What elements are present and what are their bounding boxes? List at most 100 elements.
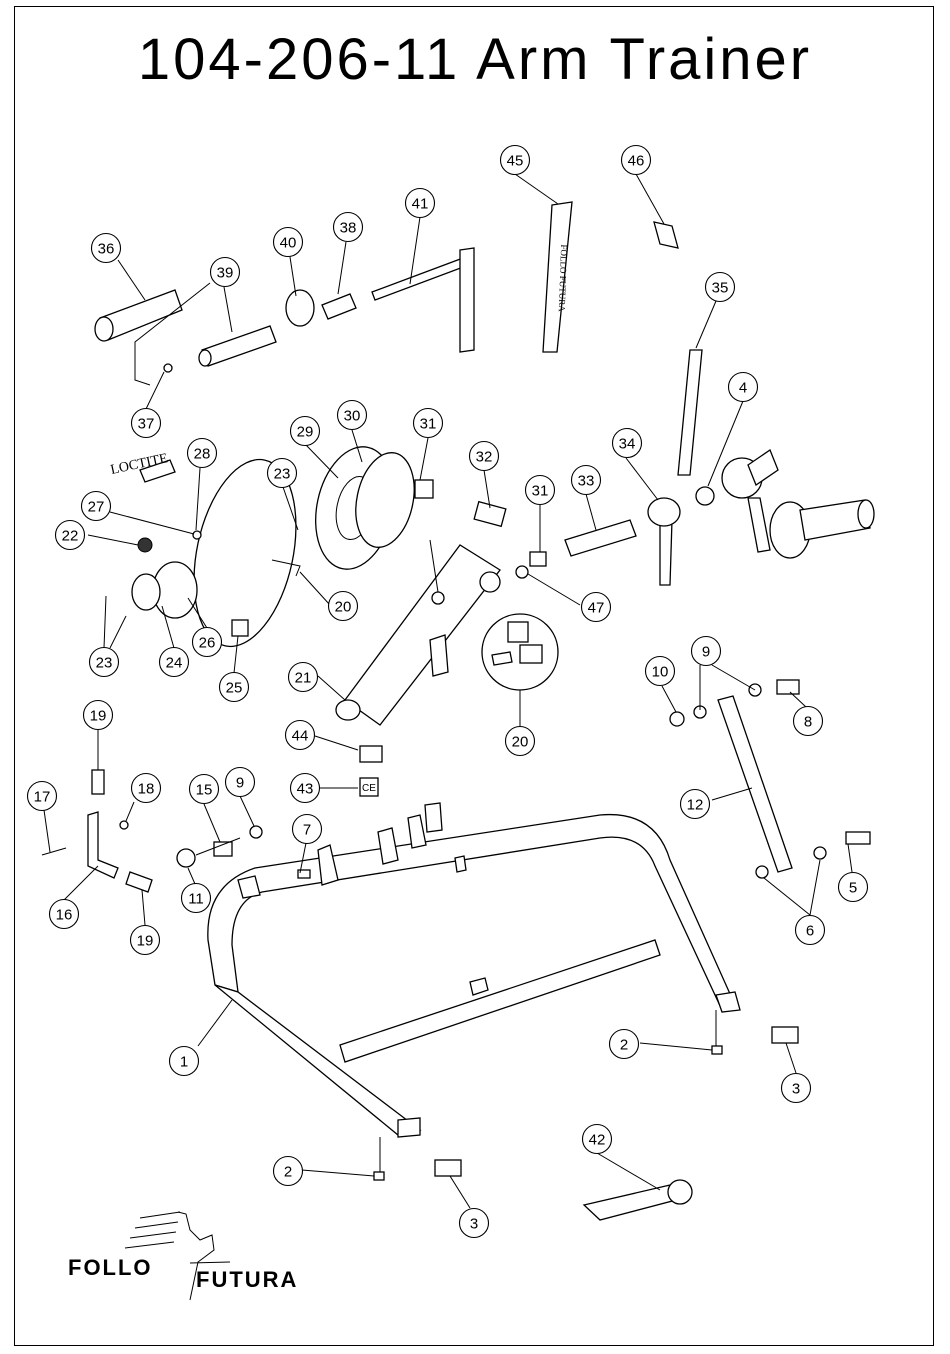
callout-number: 41: [412, 196, 429, 213]
callout-3: 3: [782, 1074, 811, 1103]
callout-29: 29: [291, 417, 320, 446]
callout-35: 35: [706, 273, 735, 302]
callout-number: 38: [340, 220, 357, 237]
callout-32: 32: [470, 442, 499, 471]
bushing-part-31: [415, 480, 433, 498]
callout-number: 26: [199, 635, 216, 652]
sticker-part-46: [654, 222, 678, 248]
callout-number: 39: [217, 265, 234, 282]
callout-number: 7: [303, 822, 311, 839]
callout-36: 36: [92, 234, 121, 263]
callout-16: 16: [50, 900, 79, 929]
end-cap-3: [435, 1160, 461, 1176]
grip-part-19b: [126, 872, 152, 892]
callout-number: 16: [56, 907, 73, 924]
callout-19: 19: [131, 926, 160, 955]
callout-number: 37: [138, 416, 155, 433]
callout-40: 40: [274, 228, 303, 257]
callout-number: 36: [98, 241, 115, 258]
callout-18: 18: [132, 774, 161, 803]
callout-number: 34: [619, 436, 636, 453]
callout-28: 28: [188, 439, 217, 468]
knob-part-22: [138, 538, 152, 552]
callout-number: 20: [512, 734, 529, 751]
callout-number: 23: [274, 466, 291, 483]
bolt-8: [777, 680, 799, 694]
ce-mark: CE: [362, 783, 376, 794]
callout-number: 4: [739, 380, 747, 397]
callout-number: 1: [180, 1054, 188, 1071]
foot-2b: [712, 1046, 722, 1054]
callout-number: 3: [792, 1081, 800, 1098]
crank-part-41: [372, 258, 466, 300]
arm-part-12: [718, 696, 792, 872]
callout-47: 47: [582, 593, 611, 622]
callout-45: 45: [501, 146, 530, 175]
callout-41: 41: [406, 189, 435, 218]
callout-number: 29: [297, 424, 314, 441]
callout-number: 44: [292, 728, 309, 745]
grip-part-19a: [92, 770, 104, 794]
bearing-part-4: [696, 487, 714, 505]
tube-part-39: [202, 326, 276, 366]
callout-number: 28: [194, 446, 211, 463]
callout-27: 27: [82, 492, 111, 521]
callout-number: 8: [804, 714, 812, 731]
callout-20: 20: [506, 727, 535, 756]
washer-part-9c: [250, 826, 262, 838]
follo-futura-logo: FOLLO FUTURA: [68, 1212, 298, 1300]
logo-word-follo: FOLLO: [68, 1255, 153, 1280]
callout-number: 12: [687, 797, 704, 814]
callout-7: 7: [293, 815, 322, 844]
callout-24: 24: [160, 648, 189, 677]
strap-part-42: [584, 1185, 676, 1220]
callout-5: 5: [839, 873, 868, 902]
callout-number: 32: [476, 449, 493, 466]
callout-number: 11: [188, 891, 204, 908]
callout-44: 44: [286, 721, 315, 750]
callout-number: 9: [702, 644, 710, 661]
callout-2: 2: [610, 1030, 639, 1059]
callout-33: 33: [572, 466, 601, 495]
callout-number: 42: [589, 1132, 606, 1149]
callout-17: 17: [28, 782, 57, 811]
callout-number: 2: [284, 1164, 292, 1181]
callout-21: 21: [289, 663, 318, 692]
callout-15: 15: [190, 775, 219, 804]
callout-number: 43: [297, 781, 314, 798]
callout-number: 25: [226, 680, 243, 697]
callout-number: 9: [236, 775, 244, 792]
frame-part: [208, 803, 740, 1137]
sleeve-part-38: [322, 294, 356, 319]
callout-number: 19: [137, 933, 154, 950]
callout-34: 34: [613, 429, 642, 458]
callout-number: 19: [90, 708, 107, 725]
pin-part-27: [193, 531, 201, 539]
pin-part-7: [298, 870, 310, 878]
callout-19: 19: [84, 701, 113, 730]
callout-23: 23: [90, 648, 119, 677]
callout-number: 27: [88, 499, 105, 516]
callout-number: 3: [470, 1216, 478, 1233]
callout-11: 11: [182, 884, 211, 913]
callout-number: 23: [96, 655, 113, 672]
callout-3: 3: [460, 1209, 489, 1238]
callout-number: 45: [507, 153, 524, 170]
callout-39: 39: [211, 258, 240, 287]
callout-number: 20: [335, 599, 352, 616]
callout-42: 42: [583, 1125, 612, 1154]
nut-part-11: [177, 849, 195, 867]
knob-part-25: [232, 620, 248, 636]
callout-23: 23: [268, 459, 297, 488]
callout-9: 9: [226, 768, 255, 797]
callout-37: 37: [132, 409, 161, 438]
callout-38: 38: [334, 213, 363, 242]
cap-part-18: [120, 821, 128, 829]
callout-8: 8: [794, 707, 823, 736]
callout-number: 31: [532, 483, 549, 500]
label-part-44: [360, 746, 382, 762]
callout-number: 40: [280, 235, 297, 252]
handle-part-35: [678, 350, 702, 475]
callout-number: 17: [34, 789, 51, 806]
